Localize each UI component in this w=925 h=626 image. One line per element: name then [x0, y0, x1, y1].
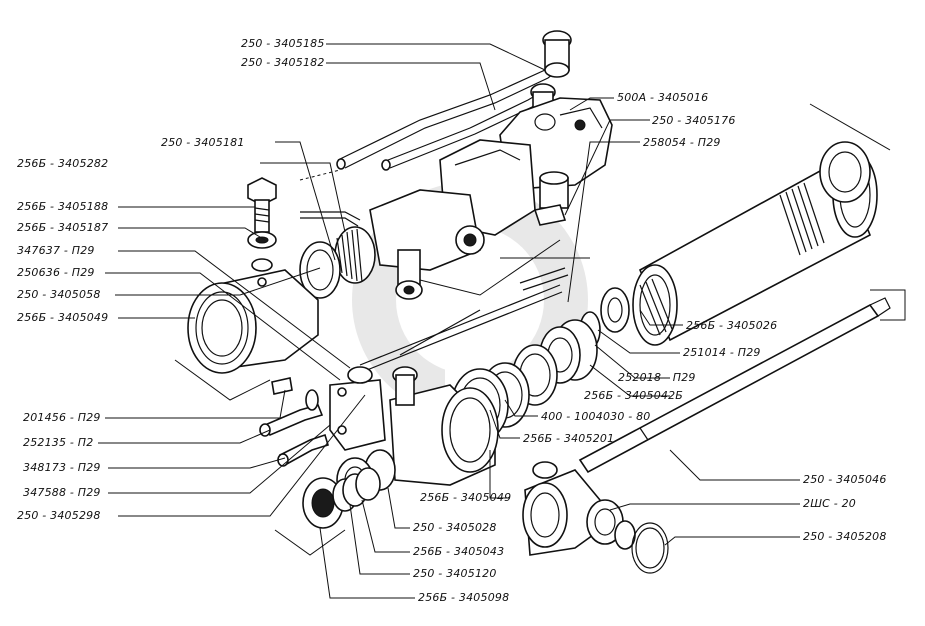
part-label-400-1004030-80: 400 - 1004030 - 80	[541, 410, 651, 423]
part-label-256b-3405201: 256Б - 3405201	[523, 432, 615, 445]
part-label-256b-3405282: 256Б - 3405282	[17, 157, 109, 170]
part-label-250-3405182: 250 - 3405182	[241, 56, 325, 69]
cylinder-head	[299, 189, 485, 300]
cylinder-tube	[632, 141, 878, 346]
part-label-201456-p29: 201456 - П29	[23, 411, 101, 424]
part-label-256b-3405043: 256Б - 3405043	[413, 545, 505, 558]
part-label-256b-3405026: 256Б - 3405026	[686, 319, 778, 332]
part-label-250-3405208: 250 - 3405208	[803, 530, 887, 543]
part-label-250-3405120: 250 - 3405120	[413, 567, 497, 580]
part-label-252018-p29: 252018 - П29	[618, 371, 696, 384]
part-label-348173-p29: 348173 - П29	[23, 461, 101, 474]
part-label-256b-3405049-left: 256Б - 3405049	[17, 311, 109, 324]
piston-rods	[359, 267, 569, 373]
hose-fittings	[259, 377, 329, 467]
cylinder-nut-left	[187, 269, 319, 374]
part-label-347588-p29: 347588 - П29	[23, 486, 101, 499]
part-label-250636-p29: 250636 - П29	[17, 266, 95, 279]
leader-lines	[98, 43, 906, 599]
part-label-256b-3405187: 256Б - 3405187	[17, 221, 109, 234]
part-label-250-3405185: 250 - 3405185	[241, 37, 325, 50]
part-label-250-3405176: 250 - 3405176	[652, 114, 736, 127]
part-label-250-3405028: 250 - 3405028	[413, 521, 497, 534]
rod-end-nut	[522, 461, 669, 574]
part-label-250-3405046: 250 - 3405046	[803, 473, 887, 486]
seal-stack	[302, 467, 381, 529]
part-label-256b-3405049-lower: 256Б - 3405049	[420, 491, 512, 504]
part-label-258054-p29: 258054 - П29	[643, 136, 721, 149]
valve-body	[439, 97, 613, 236]
part-label-256b-3405188: 256Б - 3405188	[17, 200, 109, 213]
pressure-pipes	[336, 30, 572, 171]
part-label-2shs-20: 2ШС - 20	[803, 497, 857, 510]
part-label-250-3405181: 250 - 3405181	[161, 136, 245, 149]
part-label-347637-p29: 347637 - П29	[17, 244, 95, 257]
part-label-256b-3405042b: 256Б - 3405042Б	[584, 389, 684, 402]
part-label-500a-3405016: 500А - 3405016	[617, 91, 709, 104]
part-label-256b-3405098: 256Б - 3405098	[418, 591, 510, 604]
banjo-bolt	[247, 177, 361, 272]
part-label-250-3405058: 250 - 3405058	[17, 288, 101, 301]
part-label-252135-p2: 252135 - П2	[23, 436, 94, 449]
part-label-250-3405298: 250 - 3405298	[17, 509, 101, 522]
part-label-251014-p29: 251014 - П29	[683, 346, 761, 359]
piston-rod	[578, 297, 891, 474]
